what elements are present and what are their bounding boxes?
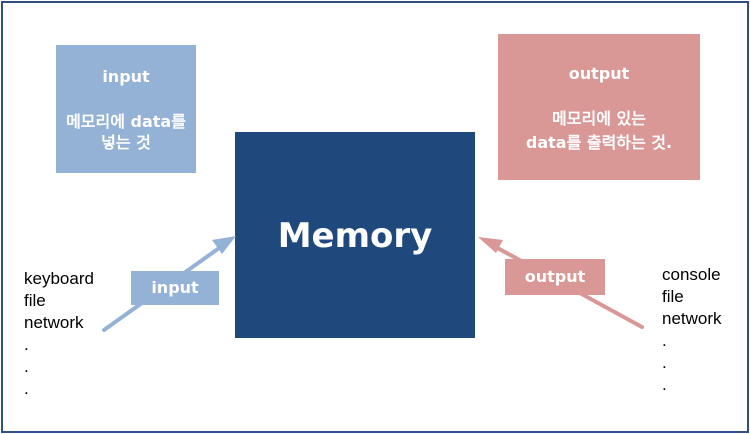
output-definition-line-2: data를 출력하는 것. — [525, 133, 673, 152]
output-target-console: console — [662, 265, 721, 284]
output-target-file: file — [662, 287, 684, 306]
input-sources-list: keyboard file network . . . — [24, 268, 94, 400]
input-source-ellipsis-1: . — [24, 335, 29, 354]
output-arrow-label: output — [505, 259, 605, 295]
output-definition-line-1: 메모리에 있는 — [552, 109, 646, 128]
output-targets-list: console file network . . . — [662, 264, 722, 396]
memory-title: Memory — [277, 216, 433, 256]
input-definition-box: input 메모리에 data를 넣는 것 — [56, 45, 196, 173]
output-target-ellipsis-2: . — [662, 353, 667, 372]
input-definition-title: input — [102, 67, 150, 86]
input-arrow-label: input — [131, 271, 219, 305]
input-source-network: network — [24, 313, 84, 332]
input-source-ellipsis-3: . — [24, 379, 29, 398]
output-target-ellipsis-1: . — [662, 331, 667, 350]
input-source-keyboard: keyboard — [24, 269, 94, 288]
input-source-ellipsis-2: . — [24, 357, 29, 376]
memory-box: Memory — [235, 132, 475, 338]
input-source-file: file — [24, 291, 46, 310]
output-definition-text: 메모리에 있는 data를 출력하는 것. — [504, 107, 694, 155]
output-target-ellipsis-3: . — [662, 375, 667, 394]
input-definition-text: 메모리에 data를 넣는 것 — [66, 112, 186, 152]
output-definition-box: output 메모리에 있는 data를 출력하는 것. — [498, 34, 700, 180]
output-target-network: network — [662, 309, 722, 328]
output-definition-title: output — [568, 64, 630, 83]
